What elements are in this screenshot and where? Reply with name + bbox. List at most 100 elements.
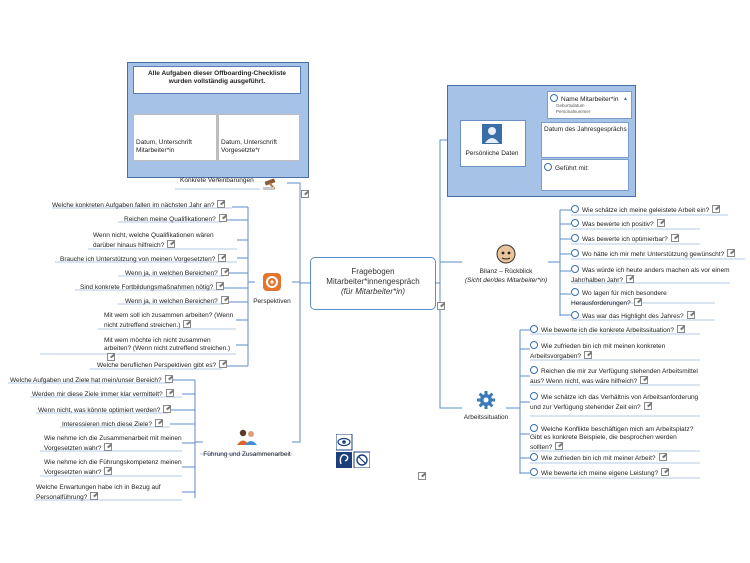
radio-icon[interactable] [571,288,579,296]
note-icon[interactable] [107,353,115,361]
note-icon[interactable] [656,219,665,227]
team-icon [236,428,258,451]
radio-icon[interactable] [571,249,579,257]
perspektiven-item-2[interactable]: Reichen meine Qualifikationen? [124,214,227,224]
date-field-box[interactable]: Datum des Jahresgesprächs [541,122,629,158]
fuehrung-item-7[interactable]: Welche Erwartungen habe ich in Bezug auf… [36,484,161,501]
radio-icon[interactable] [530,325,538,333]
perspektiven-item-8[interactable]: Mit wem soll ich zusammen arbeiten? (Wen… [104,312,234,329]
konkrete-label: Konkrete Vereinbarungen [180,177,254,184]
note-icon[interactable] [633,298,642,306]
radio-icon[interactable] [571,311,579,319]
note-icon[interactable] [676,325,685,333]
topic-arbeitssituation[interactable]: Arbeitssituation [463,414,509,421]
fuehrung-item-2[interactable]: Werden mir diese Ziele immer klar vermit… [32,389,174,399]
bilanz-item-7[interactable]: Was war das Highlight des Jahres? [571,311,695,321]
perspektiven-item-6[interactable]: Sind konkrete Fortbildungsmaßnahmen nöti… [80,282,225,292]
arbeit-item-5[interactable]: Welche Konflikte beschäftigen mich am Ar… [530,424,694,451]
radio-icon[interactable] [544,163,552,171]
bilanz-subtitle: (Sicht der/des Mitarbeiter*in) [464,277,548,284]
note-icon[interactable] [583,351,592,359]
note-icon[interactable] [301,190,310,198]
signature-supervisor-box[interactable]: Datum, Unterschrift Vorgesetzte*r [218,114,300,161]
arbeit-item-3[interactable]: Reichen die mir zur Verfügung stehenden … [530,366,698,385]
name-label: Name Mitarbeiter*in [561,96,619,103]
note-icon[interactable] [640,376,649,384]
fuehrung-item-4[interactable]: Interessieren mich diese Ziele? [62,419,163,429]
note-icon[interactable] [217,200,226,208]
radio-icon[interactable] [530,424,538,432]
topic-konkrete-vereinbarungen[interactable]: Konkrete Vereinbarungen [180,177,254,185]
bilanz-item-4[interactable]: Wo hätte ich mir mehr Unterstützung gewü… [571,249,736,259]
note-icon[interactable] [219,360,228,368]
note-icon[interactable] [218,254,227,262]
note-icon[interactable] [686,311,695,319]
perspektiven-item-7[interactable]: Wenn ja, in welchen Bereichen? [125,296,229,306]
note-icon[interactable] [104,443,113,451]
bilanz-item-5[interactable]: Was würde ich heute anders machen als vo… [571,265,730,284]
radio-icon[interactable] [571,205,579,213]
note-icon[interactable] [183,320,192,328]
signature-supervisor-label: Datum, Unterschrift Vorgesetzte*r [221,139,277,154]
radio-icon[interactable] [530,366,538,374]
note-icon[interactable] [712,205,721,213]
central-topic[interactable]: Fragebogen Mitarbeiter*innengespräch (fü… [310,257,436,310]
arbeit-item-6[interactable]: Wie zufrieden bin ich mit meiner Arbeit? [530,453,667,463]
radio-icon[interactable] [550,94,558,102]
bilanz-item-6[interactable]: Wo lagen für mich besondere Herausforder… [571,288,667,307]
radio-icon[interactable] [530,468,538,476]
topic-fuehrung[interactable]: Führung und Zusammenarbeit [203,451,291,458]
radio-icon[interactable] [530,392,538,400]
note-icon[interactable] [727,249,736,257]
note-icon[interactable] [164,375,173,383]
note-icon[interactable] [90,492,99,500]
bilanz-item-2[interactable]: Was bewerte ich positiv? [571,219,665,229]
fuehrung-item-3[interactable]: Wenn nicht, was könnte optimiert werden? [38,405,172,415]
radio-icon[interactable] [571,265,579,273]
fuehrung-item-1[interactable]: Welche Aufgaben und Ziele hat mein/unser… [10,375,173,385]
lead-field-box[interactable]: Geführt mit: [541,159,629,191]
note-icon[interactable] [218,214,227,222]
arbeit-item-1[interactable]: Wie bewerte ich die konkrete Arbeitssitu… [530,325,685,335]
note-icon[interactable] [216,282,225,290]
note-icon[interactable] [643,402,652,410]
signature-employee-box[interactable]: Datum, Unterschrift Mitarbeiter*in [133,114,217,161]
radio-icon[interactable] [571,234,579,242]
note-icon[interactable] [626,275,635,283]
note-icon[interactable] [417,472,426,480]
perspektiven-item-5[interactable]: Wenn ja, in welchen Bereichen? [125,268,229,278]
bilanz-item-1[interactable]: Wie schätze ich meine geleistete Arbeit … [571,205,721,215]
perspektiven-item-4[interactable]: Brauche ich Unterstützung von meinen Vor… [60,254,227,264]
perspektiven-item-10[interactable]: Welche beruflichen Perspektiven gibt es? [97,360,228,370]
note-icon[interactable] [163,405,172,413]
bilanz-item-3[interactable]: Was bewerte ich optimierbar? [571,234,679,244]
note-icon[interactable] [670,234,679,242]
note-icon[interactable] [104,467,113,475]
offboarding-title-box[interactable]: Alle Aufgaben dieser Offboarding-Checkli… [133,66,301,94]
note-icon[interactable] [154,419,163,427]
fuehrung-item-5[interactable]: Wie nehme ich die Zusammenarbeit mit mei… [44,435,182,452]
arbeit-item-7[interactable]: Wie bewerte ich meine eigene Leistung? [530,468,670,478]
perspektiven-item-9[interactable]: Mit wem möchte ich nicht zusammen arbeit… [104,337,238,363]
perspektiven-item-3[interactable]: Wenn nicht, welche Qualifikationen wären… [93,232,214,249]
topic-perspektiven[interactable]: Perspektiven [253,298,291,305]
note-icon[interactable] [437,302,445,310]
radio-icon[interactable] [571,219,579,227]
note-icon[interactable] [220,268,229,276]
collapse-icon[interactable]: ▲ [623,96,628,102]
radio-icon[interactable] [530,341,538,349]
arbeit-item-2[interactable]: Wie zufrieden bin ich mit meinen konkret… [530,341,666,360]
note-icon[interactable] [167,240,176,248]
note-icon[interactable] [661,468,670,476]
note-icon[interactable] [555,442,564,450]
note-icon[interactable] [220,296,229,304]
perspektiven-item-1[interactable]: Welche konkreten Aufgaben fallen im näch… [52,200,226,210]
radio-icon[interactable] [530,453,538,461]
topic-bilanz[interactable]: Bilanz – Rückblick [479,268,533,275]
arbeit-item-4[interactable]: Wie schätze ich das Verhältnis von Arbei… [530,392,699,411]
fuehrung-item-6[interactable]: Wie nehme ich die Führungskompetenz mein… [44,459,182,476]
note-icon[interactable] [658,453,667,461]
name-field-box[interactable]: Name Mitarbeiter*in ▲ Geburtsdatum Perso… [547,91,632,119]
note-icon[interactable] [165,389,174,397]
